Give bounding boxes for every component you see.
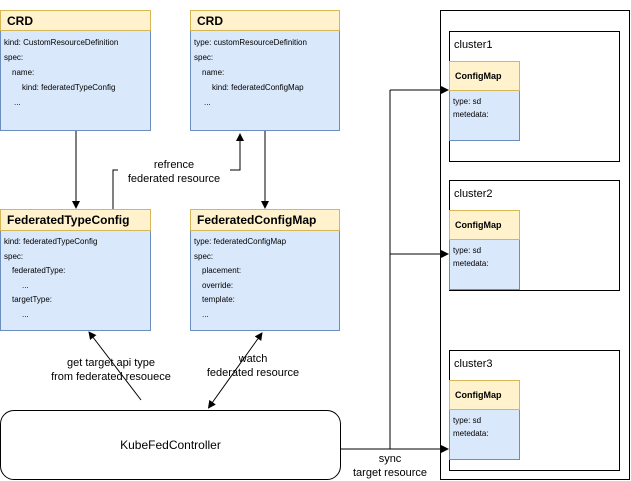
cluster-1-title: cluster1 [454,39,493,51]
ftc-line: ... [22,309,29,319]
fcm-line: placement: [202,266,242,275]
refrence-label-line-2: federated resource [127,173,221,185]
cluster-3-title: cluster3 [454,358,493,370]
watch-edge-label: watch federated resource [198,352,308,380]
crd-left-line: spec: [4,53,24,62]
sync-label-line-2: target resource [353,467,427,479]
fcm-title: FederatedConfigMap [190,209,340,231]
cluster-3-line: metedata: [453,429,489,438]
refrence-edge-label: refrence federated resource [118,158,230,186]
cluster-3-configmap-title: ConfigMap [449,380,520,410]
cluster-3-configmap-body: type: sd metedata: [449,410,520,460]
fcm-body: type: federatedConfigMap spec: placement… [190,231,340,331]
get-target-label-line-2: from federated resouece [51,371,171,383]
ftc-body: kind: federatedTypeConfig spec: federate… [0,231,151,331]
sync-label-line-1: sync [378,453,402,465]
fcm-line: template: [202,295,235,304]
cluster-1-line: metedata: [453,110,489,119]
crd-right-line: type: customResourceDefinition [194,38,307,47]
ftc-line: targetType: [12,295,53,304]
cluster-1-line: type: sd [453,97,482,106]
crd-left-line: kind: federatedTypeConfig [22,83,116,92]
ftc-line: kind: federatedTypeConfig [4,237,98,246]
crd-right-line: name: [202,68,225,77]
clusters-container [440,10,630,480]
cluster-2-configmap-title: ConfigMap [449,210,520,240]
cluster-2-line: type: sd [453,246,482,255]
edge-controller-watch-fcm [207,332,263,409]
cluster-2-title: cluster2 [454,188,493,200]
crd-right-body: type: customResourceDefinition spec: nam… [190,31,340,131]
watch-label-line-2: federated resource [206,367,300,379]
cluster-1-configmap-title: ConfigMap [449,61,520,91]
crd-left-line: ... [14,98,21,107]
cluster-2-line: metedata: [453,259,489,268]
ftc-line: spec: [4,251,24,261]
fcm-line: override: [202,280,234,290]
crd-right-title: CRD [190,10,340,31]
fcm-line: ... [202,309,209,319]
crd-right-line: ... [204,98,211,107]
crd-right-line: spec: [194,53,214,62]
refrence-label-line-1: refrence [153,159,195,171]
crd-right-line: kind: federatedConfigMap [212,83,304,92]
cluster-2-configmap-body: type: sd metedata: [449,240,520,290]
crd-left-body: kind: CustomResourceDefinition spec: nam… [0,31,151,131]
controller-label: KubeFedController [120,438,221,452]
ftc-line: ... [22,280,29,290]
get-target-edge-label: get target api type from federated resou… [42,356,180,384]
crd-left-line: name: [12,68,35,77]
cluster-1-configmap-body: type: sd metedata: [449,91,520,141]
fcm-line: type: federatedConfigMap [194,237,287,246]
cluster-3-line: type: sd [453,416,482,425]
edge-controller-to-ftc [88,331,142,401]
ftc-title: FederatedTypeConfig [0,209,151,231]
sync-edge-label: sync target resource [346,452,434,480]
kubefed-controller-node[interactable]: KubeFedController [0,410,341,480]
watch-label-line-1: watch [238,353,268,365]
fcm-line: spec: [194,251,214,261]
get-target-label-line-1: get target api type [66,357,156,369]
crd-left-title: CRD [0,10,151,31]
ftc-line: federatedType: [12,266,66,275]
crd-left-line: kind: CustomResourceDefinition [4,38,119,47]
